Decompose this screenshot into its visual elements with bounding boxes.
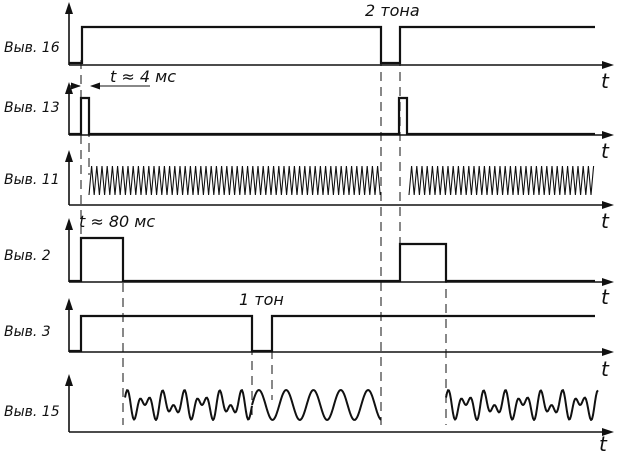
time-label-pin-11: t bbox=[601, 209, 610, 233]
row-label-pin-2: Выв. 2 bbox=[4, 248, 51, 264]
time-label-pin-2: t bbox=[601, 285, 610, 309]
x-axis-arrow-pin-11 bbox=[602, 201, 614, 209]
oscillation-burst-1 bbox=[88, 165, 381, 196]
signal-pin-2 bbox=[69, 236, 595, 283]
x-axis-arrow-pin-3 bbox=[602, 348, 614, 356]
y-axis-arrow-pin-13 bbox=[65, 82, 73, 94]
x-axis-arrow-pin-15 bbox=[602, 428, 614, 436]
annotation-two-tones: 2 тона bbox=[365, 1, 420, 20]
oscillation-burst-2 bbox=[408, 165, 595, 196]
dual-tone-waveform-1 bbox=[124, 389, 253, 421]
time-label-pin-15: t bbox=[599, 432, 608, 454]
row-pin-16: Выв. 16 t bbox=[4, 2, 614, 93]
single-tone-waveform bbox=[251, 389, 382, 421]
y-axis-arrow-pin-11 bbox=[65, 150, 73, 162]
row-label-pin-3: Выв. 3 bbox=[4, 324, 51, 340]
row-label-pin-16: Выв. 16 bbox=[4, 40, 60, 56]
alignment-lines bbox=[80, 27, 447, 425]
y-axis-arrow-pin-3 bbox=[65, 298, 73, 310]
dimension-arrow-4ms bbox=[90, 82, 100, 90]
y-axis-arrow-pin-2 bbox=[65, 218, 73, 230]
time-label-pin-3: t bbox=[601, 357, 610, 381]
row-pin-15: Выв. 15 t bbox=[4, 374, 614, 454]
y-axis-arrow-pin-15 bbox=[65, 374, 73, 386]
x-axis-arrow-pin-13 bbox=[602, 131, 614, 139]
annotation-pulse-4ms: t ≈ 4 мс bbox=[110, 67, 176, 86]
signal-pin-3 bbox=[69, 314, 595, 353]
x-axis-arrow-pin-2 bbox=[602, 278, 614, 286]
row-pin-13: Выв. 13 t bbox=[4, 82, 614, 163]
row-pin-11: Выв. 11 t bbox=[4, 150, 614, 233]
time-label-pin-13: t bbox=[601, 139, 610, 163]
row-pin-3: Выв. 3 t bbox=[4, 298, 614, 381]
row-pin-2: Выв. 2 t bbox=[4, 218, 614, 309]
row-label-pin-13: Выв. 13 bbox=[4, 100, 60, 116]
time-label-pin-16: t bbox=[601, 69, 610, 93]
annotation-one-tone: 1 тон bbox=[239, 290, 284, 309]
x-axis-arrow-pin-16 bbox=[602, 61, 614, 69]
annotation-pulse-80ms: t ≈ 80 мс bbox=[79, 212, 155, 231]
dimension-arrow-4ms-left bbox=[71, 82, 81, 90]
row-label-pin-15: Выв. 15 bbox=[4, 404, 60, 420]
signal-pin-13 bbox=[69, 96, 595, 136]
signal-pin-16 bbox=[69, 25, 595, 65]
row-label-pin-11: Выв. 11 bbox=[4, 172, 60, 188]
y-axis-arrow-pin-16 bbox=[65, 2, 73, 14]
dual-tone-waveform-2 bbox=[445, 389, 599, 421]
